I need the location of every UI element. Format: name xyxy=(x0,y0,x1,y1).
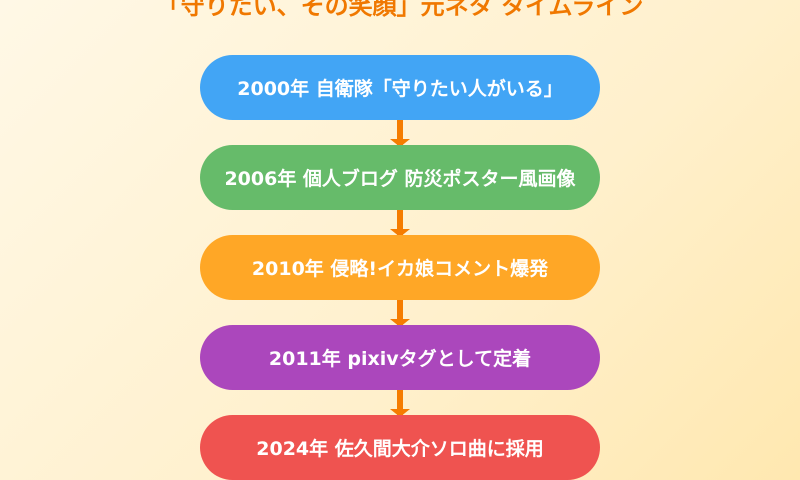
timeline-node-2010: 2010年 侵略!イカ娘コメント爆発 xyxy=(200,235,600,300)
arrow-connector xyxy=(390,390,410,417)
timeline-node-2000: 2000年 自衛隊「守りたい人がいる」 xyxy=(200,55,600,120)
timeline-node-2024: 2024年 佐久間大介ソロ曲に採用 xyxy=(200,415,600,480)
arrow-connector xyxy=(390,210,410,237)
timeline-node-2006: 2006年 個人ブログ 防災ポスター風画像 xyxy=(200,145,600,210)
arrow-connector xyxy=(390,120,410,147)
diagram-title: 「守りたい、その笑顔」元ネタ タイムライン xyxy=(156,0,644,20)
arrow-connector xyxy=(390,300,410,327)
timeline-node-2011: 2011年 pixivタグとして定着 xyxy=(200,325,600,390)
